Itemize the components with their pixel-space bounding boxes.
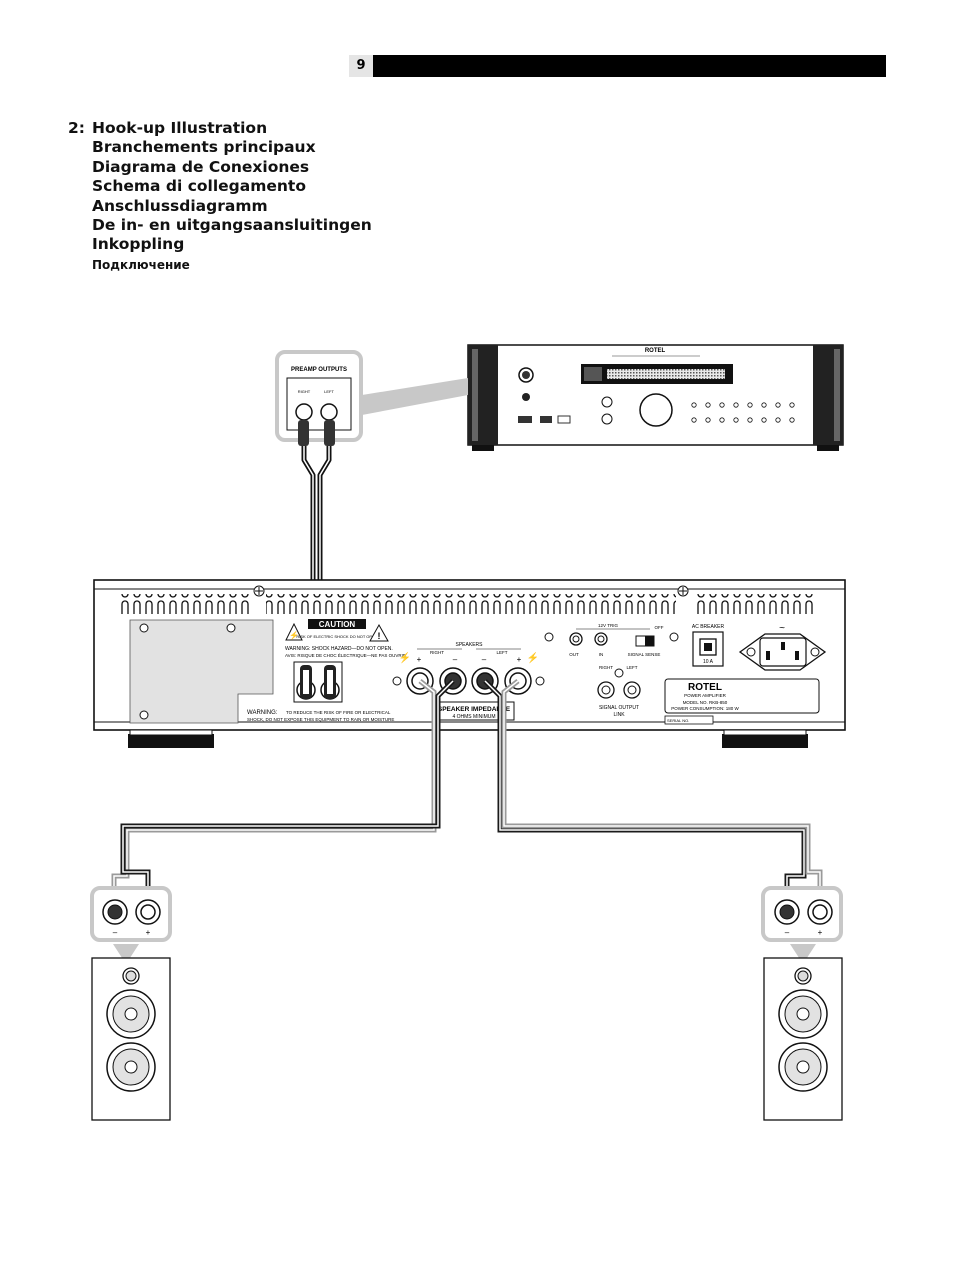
terminal-sign-plus: + — [417, 655, 422, 664]
speaker-plus-label: + — [818, 928, 823, 937]
preamp-right-label: RIGHT — [298, 389, 311, 394]
trigger-in-label: IN — [599, 652, 604, 657]
preamp-brand: ROTEL — [645, 348, 666, 354]
power-amplifier-rear-panel: ⚡ CAUTION RISK OF ELECTRIC SHOCK DO NOT … — [93, 579, 846, 748]
amp-brand: ROTEL — [688, 682, 722, 693]
terminal-sign-minus: – — [453, 655, 458, 664]
switch-off-label: OFF — [655, 625, 664, 630]
preamp-outputs-callout: PREAMP OUTPUTS RIGHT LEFT — [275, 350, 468, 446]
warning-bottom-text2: SHOCK, DO NOT EXPOSE THIS EQUIPMENT TO R… — [247, 717, 394, 722]
caution-title: CAUTION — [319, 620, 356, 629]
svg-text:~: ~ — [779, 623, 785, 634]
title-swedish: Inkoppling — [92, 235, 185, 254]
speaker-left-channel: – + — [761, 886, 843, 1121]
signal-sense-label: SIGNAL SENSE — [628, 652, 661, 657]
caution-subtitle: RISK OF ELECTRIC SHOCK DO NOT OPEN — [296, 634, 377, 639]
title-english: Hook-up Illustration — [92, 119, 268, 137]
link-right-label: RIGHT — [599, 665, 613, 670]
svg-text:⚡: ⚡ — [289, 630, 299, 640]
speaker-plus-label: + — [146, 928, 151, 937]
preamp-outputs-label: PREAMP OUTPUTS — [291, 367, 347, 373]
svg-text:⚡: ⚡ — [399, 651, 411, 664]
terminal-sign-minus: – — [482, 655, 487, 664]
title-russian: Подключение — [92, 257, 190, 272]
cover-plate — [129, 619, 274, 724]
terminal-sign-plus: + — [517, 655, 522, 664]
warning-bottom-text1: TO REDUCE THE RISK OF FIRE OR ELECTRICAL — [286, 710, 391, 715]
speakers-label: SPEAKERS — [456, 642, 484, 648]
preamp-left-jack — [320, 403, 338, 421]
warning-bottom-label: WARNING: — [247, 710, 278, 716]
title-dutch: De in- en uitgangsaansluitingen — [92, 216, 372, 235]
interconnect-cables — [301, 446, 332, 668]
plate-line2: MODEL NO. RKB-850 — [683, 700, 728, 705]
breaker-rating: 10 A — [703, 659, 714, 665]
volume-knob — [639, 393, 673, 427]
warning-line1: WARNING: SHOCK HAZARD—DO NOT OPEN. — [285, 646, 393, 652]
speaker-minus-label: – — [113, 928, 118, 937]
plate-line3: POWER CONSUMPTION: 180 W — [671, 706, 739, 711]
plate-line1: POWER AMPLIFIER — [684, 693, 727, 698]
preamp-right-jack — [295, 403, 313, 421]
preamp-left-label: LEFT — [324, 389, 334, 394]
title-french: Branchements principaux — [92, 138, 316, 157]
amp-speaker-left-label: LEFT — [496, 650, 507, 655]
speaker-wires — [111, 679, 823, 912]
trigger-out-label: OUT — [569, 652, 579, 657]
signal-output-link-label: LINK — [613, 712, 625, 718]
preamp-front-panel: ROTEL — [467, 344, 844, 451]
link-left-label: LEFT — [626, 665, 637, 670]
svg-text:⚡: ⚡ — [527, 651, 539, 664]
amp-speaker-right-label: RIGHT — [430, 650, 444, 655]
impedance-title: SPEAKER IMPEDANCE — [438, 706, 511, 713]
warning-line2: AVIS: RISQUE DE CHOC ÉLECTRIQUE—NE PAS O… — [285, 652, 407, 658]
section-number: 2: — [68, 119, 85, 137]
impedance-value: 4 OHMS MINIMUM — [452, 714, 495, 720]
serial-label: SERIAL NO. — [667, 718, 689, 723]
standby-led — [522, 393, 530, 401]
speaker-minus-label: – — [785, 928, 790, 937]
svg-text:!: ! — [378, 631, 381, 641]
title-german: Anschlussdiagramm — [92, 196, 268, 215]
title-spanish: Diagrama de Conexiones — [92, 157, 310, 176]
speaker-right-channel: – + — [90, 886, 172, 1121]
trigger-label: 12V TRIG — [598, 623, 618, 628]
title-italian: Schema di collegamento — [92, 177, 306, 196]
page-number: 9 — [349, 55, 373, 77]
page-header-bar — [349, 55, 886, 77]
signal-output-label: SIGNAL OUTPUT — [599, 705, 639, 711]
ac-breaker-label: AC BREAKER — [692, 624, 725, 630]
